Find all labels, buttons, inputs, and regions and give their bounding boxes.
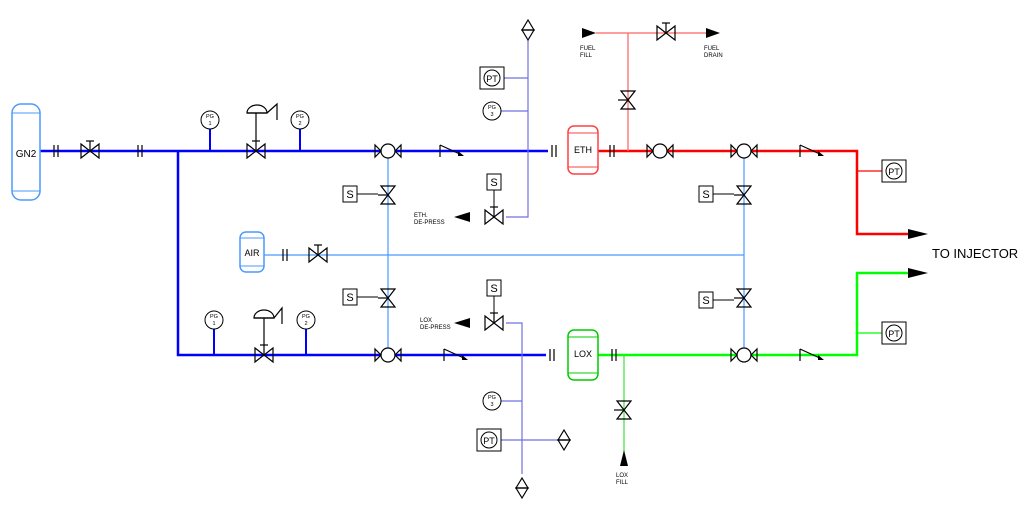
pg2-bottom-gauge: PG 2 [296, 310, 316, 355]
svg-text:PG: PG [296, 114, 304, 120]
air-valve[interactable] [308, 244, 328, 263]
svg-text:PT: PT [888, 167, 900, 177]
svg-text:1: 1 [212, 321, 215, 327]
svg-text:2: 2 [304, 321, 307, 327]
pg3-top-gauge: PG 3 [482, 101, 502, 121]
svg-text:S: S [702, 189, 709, 201]
svg-text:1: 1 [208, 121, 211, 127]
eth-depress-label: ETH. [414, 213, 428, 219]
purge-valve-top-right[interactable] [733, 185, 752, 205]
lox-line [598, 271, 908, 452]
eth-tank-label: ETH [574, 145, 592, 155]
pg1-bottom-gauge: PG 1 [204, 310, 224, 355]
solenoids: S S S S S S [342, 173, 734, 313]
gn2-lox-branch-pipe [176, 151, 546, 357]
pg1-top-gauge: PG 1 [200, 110, 220, 151]
fuel-drain-valve[interactable] [656, 22, 676, 41]
eth-tank: ETH [567, 125, 599, 175]
eth-relief-valve [521, 19, 535, 41]
air-tank: AIR [239, 231, 265, 273]
svg-text:FILL: FILL [616, 480, 629, 486]
fuel-fill-valve[interactable] [617, 90, 636, 110]
svg-text:PT: PT [486, 74, 498, 84]
svg-text:S: S [702, 295, 709, 307]
svg-text:PG: PG [210, 314, 218, 320]
eth-depress-valve[interactable] [484, 206, 504, 225]
lox-relief-valve-side [557, 429, 571, 451]
air-tank-label: AIR [244, 248, 260, 258]
fuel-drain-label: FUEL [704, 46, 720, 52]
pg3-bottom-gauge: PG 3 [482, 391, 502, 411]
purge-lines [501, 40, 560, 474]
fuel-fill-label: FUEL [580, 46, 596, 52]
pg2-top-gauge: PG 2 [290, 110, 310, 151]
air-line [264, 158, 745, 348]
fuel-line [596, 32, 908, 236]
svg-text:S: S [490, 283, 497, 295]
purge-valve-bottom-left[interactable] [377, 288, 396, 308]
gn2-tank: GN2 [11, 103, 41, 201]
gn2-main-line [40, 149, 548, 357]
eth-vent-pipe [506, 40, 529, 218]
text-labels: FUEL FILL FUEL DRAIN ETH. DE-PRESS LOX D… [414, 46, 1018, 486]
lox-tank: LOX [567, 329, 599, 381]
svg-text:S: S [490, 177, 497, 189]
purge-valve-top-left[interactable] [377, 185, 396, 205]
solenoid-3: S [486, 173, 502, 207]
svg-text:PT: PT [483, 436, 495, 446]
svg-text:3: 3 [490, 112, 493, 118]
solenoid-5: S [698, 185, 734, 203]
solenoid-2: S [342, 288, 378, 306]
lox-regulator-valve[interactable] [254, 344, 274, 363]
svg-text:S: S [346, 292, 353, 304]
valve-symbols [53, 19, 825, 499]
solenoid-4: S [486, 279, 502, 313]
lox-main-pipe [598, 271, 908, 357]
svg-text:PG: PG [488, 395, 496, 401]
pressure-gauges: PG 1 PG 2 PG 3 PG 1 PG 2 PG [200, 101, 502, 411]
lox-depress-valve[interactable] [484, 312, 504, 331]
purge-valve-bottom-right[interactable] [733, 288, 752, 308]
lox-depress-label: LOX [420, 318, 432, 324]
to-injector-label: TO INJECTOR [932, 246, 1018, 261]
svg-text:3: 3 [490, 402, 493, 408]
solenoid-6: S [698, 291, 734, 309]
solenoid-1: S [342, 185, 378, 203]
svg-text:DE-PRESS: DE-PRESS [420, 325, 451, 331]
svg-text:PG: PG [488, 105, 496, 111]
fuel-regulator-valve[interactable] [246, 140, 266, 159]
svg-text:PT: PT [888, 329, 900, 339]
lox-tank-label: LOX [574, 349, 592, 359]
flow-arrows [454, 28, 928, 466]
pt-lox-injector: PT [881, 321, 907, 345]
pt-eth-press: PT [479, 66, 505, 90]
svg-text:S: S [346, 189, 353, 201]
svg-text:2: 2 [298, 121, 301, 127]
pt-lox-press: PT [476, 428, 502, 452]
regulator-domes [246, 102, 283, 345]
pressure-transducers: PT PT PT PT [476, 66, 907, 452]
svg-text:FILL: FILL [580, 53, 593, 59]
lox-fill-label: LOX [616, 473, 628, 479]
fuel-main-pipe [598, 149, 908, 236]
lox-vent-pipe [506, 322, 523, 474]
svg-text:DE-PRESS: DE-PRESS [414, 220, 445, 226]
gn2-tank-label: GN2 [16, 149, 37, 160]
lox-fill-valve[interactable] [613, 400, 632, 420]
svg-text:PG: PG [302, 314, 310, 320]
pt-fuel-injector: PT [881, 159, 907, 183]
svg-text:PG: PG [206, 114, 214, 120]
lox-relief-valve [515, 477, 529, 499]
gn2-isolation-valve[interactable] [80, 140, 100, 159]
svg-text:DRAIN: DRAIN [704, 53, 723, 59]
